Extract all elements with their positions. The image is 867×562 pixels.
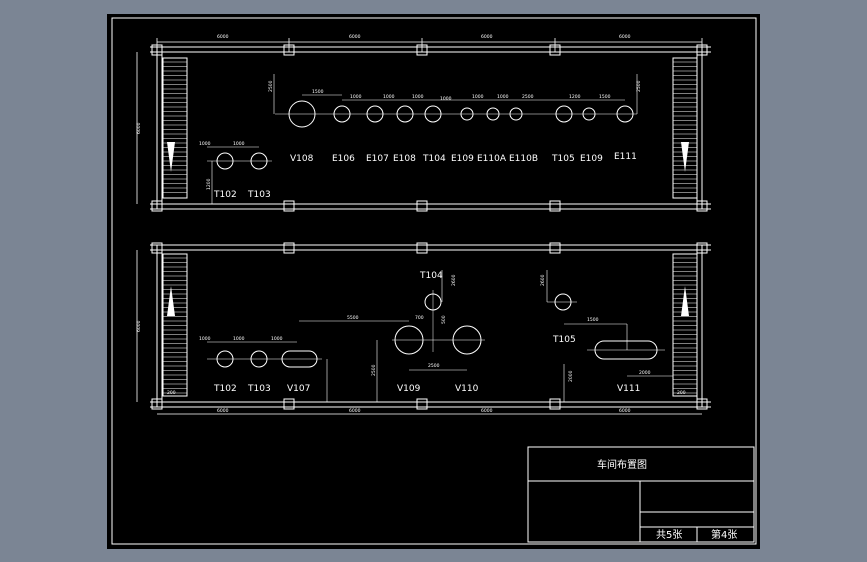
dim-200-b: 200 (677, 390, 686, 396)
dim-2600-a: 2600 (451, 274, 457, 286)
stair-down-arrow (681, 142, 689, 172)
label-t105: T105 (551, 154, 575, 164)
structural-column (283, 398, 295, 410)
label-e111: E111 (614, 152, 637, 162)
label-e106: E106 (332, 154, 355, 164)
title-block-drawing-title: 车间布置图 (597, 458, 647, 471)
label-e110a: E110A (477, 154, 507, 164)
dim-eq-10: 1500 (599, 94, 611, 100)
dim-ltank-2: 1000 (233, 336, 245, 342)
dim-eq-6: 1000 (472, 94, 484, 100)
dim-eq-8: 2500 (522, 94, 534, 100)
structural-column (696, 242, 708, 254)
label-t103: T103 (247, 190, 271, 200)
dim-tank-v: 1200 (206, 178, 212, 190)
dim-2000-v: 2000 (568, 370, 574, 382)
dim-bottom-1: 6000 (217, 408, 229, 414)
dim-bottom-2: 6000 (349, 408, 361, 414)
dim-v-left: 2500 (268, 80, 274, 92)
structural-column (416, 242, 428, 254)
dim-tank-1: 1000 (199, 141, 211, 147)
dim-500: 500 (441, 315, 447, 324)
stair-down-arrow (167, 142, 175, 172)
upper-equipment (207, 74, 638, 204)
title-block (527, 446, 755, 543)
dim-eq-9: 1200 (569, 94, 581, 100)
label-e110b: E110B (509, 154, 538, 164)
dim-eq-4: 1000 (412, 94, 424, 100)
label-v107: V107 (287, 384, 310, 394)
structural-column (151, 242, 163, 254)
label-v109: V109 (397, 384, 421, 394)
label-e107: E107 (366, 154, 389, 164)
label-v111: V111 (617, 384, 640, 394)
dim-2000-h: 2000 (639, 370, 651, 376)
dim-top-4: 6000 (619, 34, 631, 40)
label-e109b: E109 (580, 154, 603, 164)
dim-v-right: 2500 (636, 80, 642, 92)
structural-column (549, 242, 561, 254)
dim-5500: 5500 (347, 315, 359, 321)
stair-up-arrow (167, 286, 175, 316)
sheet-border (111, 17, 757, 545)
dim-2600-b: 2600 (540, 274, 546, 286)
dim-top-2: 6000 (349, 34, 361, 40)
label-t104: T104 (422, 154, 446, 164)
dim-eq-2: 1000 (350, 94, 362, 100)
label-t102-lower: T102 (213, 384, 237, 394)
dim-1500: 1500 (587, 317, 599, 323)
drawing-sheet: 6000 6000 6000 6000 6000 1500 1000 1000 … (107, 14, 760, 549)
label-e109: E109 (451, 154, 474, 164)
structural-column (283, 242, 295, 254)
structural-column (416, 200, 428, 212)
structural-column (549, 398, 561, 410)
dim-left-upper: 6000 (136, 122, 142, 134)
dim-left-lower: 6000 (136, 320, 142, 332)
label-v110: V110 (455, 384, 479, 394)
cad-drawing: 6000 6000 6000 6000 6000 1500 1000 1000 … (111, 17, 757, 545)
label-t103-lower: T103 (247, 384, 271, 394)
label-e108: E108 (393, 154, 416, 164)
label-t105-lower: T105 (552, 335, 576, 345)
dim-eq-7: 1000 (497, 94, 509, 100)
label-t104-lower: T104 (419, 271, 443, 281)
stair-arrows (167, 142, 689, 316)
title-block-total-sheets: 共5张 (656, 529, 682, 541)
dim-2500-h: 2500 (428, 363, 440, 369)
dim-tank-2: 1000 (233, 141, 245, 147)
label-t102: T102 (213, 190, 237, 200)
title-block-sheet-no: 第4张 (711, 528, 737, 541)
dim-ltank-1: 1000 (199, 336, 211, 342)
dim-2500-v: 2500 (371, 364, 377, 376)
dim-700: 700 (415, 315, 424, 321)
lower-building (150, 244, 711, 408)
label-v108: V108 (290, 154, 314, 164)
upper-building (150, 46, 711, 210)
structural-column (416, 398, 428, 410)
structural-column (151, 398, 163, 410)
structural-column (696, 398, 708, 410)
structural-column (151, 200, 163, 212)
structural-column (283, 200, 295, 212)
dim-ltank-3: 1000 (271, 336, 283, 342)
dim-200-a: 200 (167, 390, 176, 396)
dim-top-1: 6000 (217, 34, 229, 40)
dim-eq-1: 1500 (312, 89, 324, 95)
dim-bottom-3: 6000 (481, 408, 493, 414)
dim-top-3: 6000 (481, 34, 493, 40)
structural-column (696, 200, 708, 212)
stair-up-arrow (681, 286, 689, 316)
dim-bottom-4: 6000 (619, 408, 631, 414)
structural-column (549, 200, 561, 212)
lower-equipment (207, 270, 673, 402)
dim-eq-3: 1000 (383, 94, 395, 100)
dim-eq-5: 1000 (440, 96, 452, 102)
